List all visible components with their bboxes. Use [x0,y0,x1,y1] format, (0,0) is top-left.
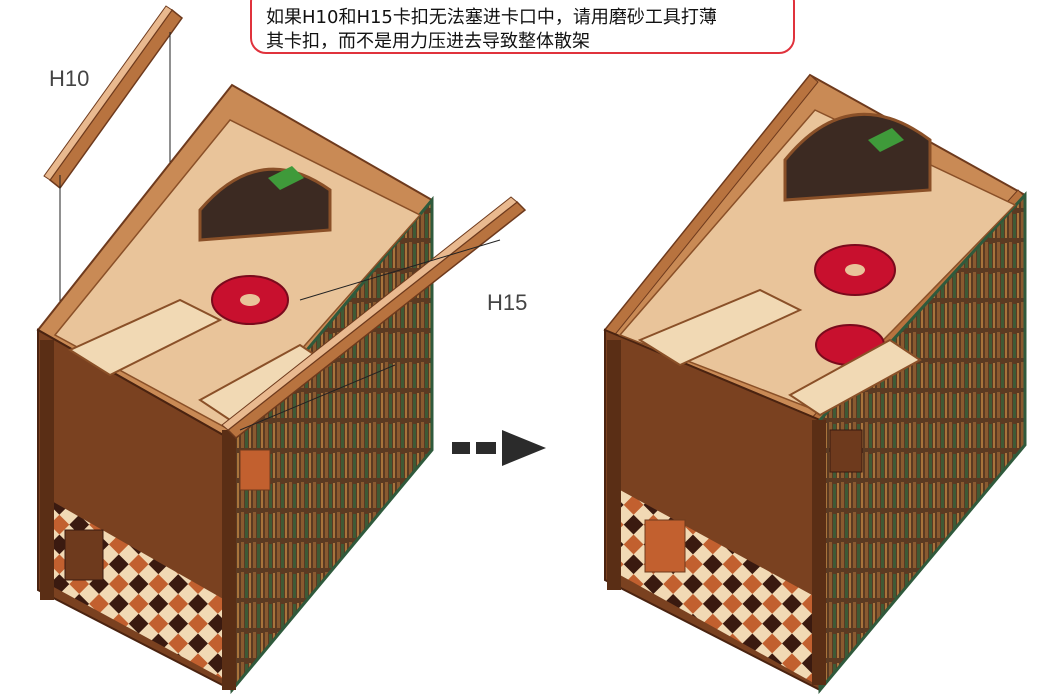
warning-note-line-1: 如果H10和H15卡扣无法塞进卡口中，请用磨砂工具打薄 [266,7,717,28]
h10-label: H10 [49,66,90,91]
warning-note: 如果H10和H15卡扣无法塞进卡口中，请用磨砂工具打薄 其卡扣，而不是用力压进去… [250,0,795,54]
left-model [36,5,527,695]
h15-guide-line-top [299,239,501,301]
h15-guide-line-bottom [239,364,396,431]
warning-note-line-2: 其卡扣，而不是用力压进去导致整体散架 [266,31,590,52]
h10-part [43,5,184,345]
dashed-right-arrow-icon [452,430,546,466]
right-model [603,73,1027,695]
h15-label: H15 [487,290,528,315]
h15-part [221,196,527,440]
